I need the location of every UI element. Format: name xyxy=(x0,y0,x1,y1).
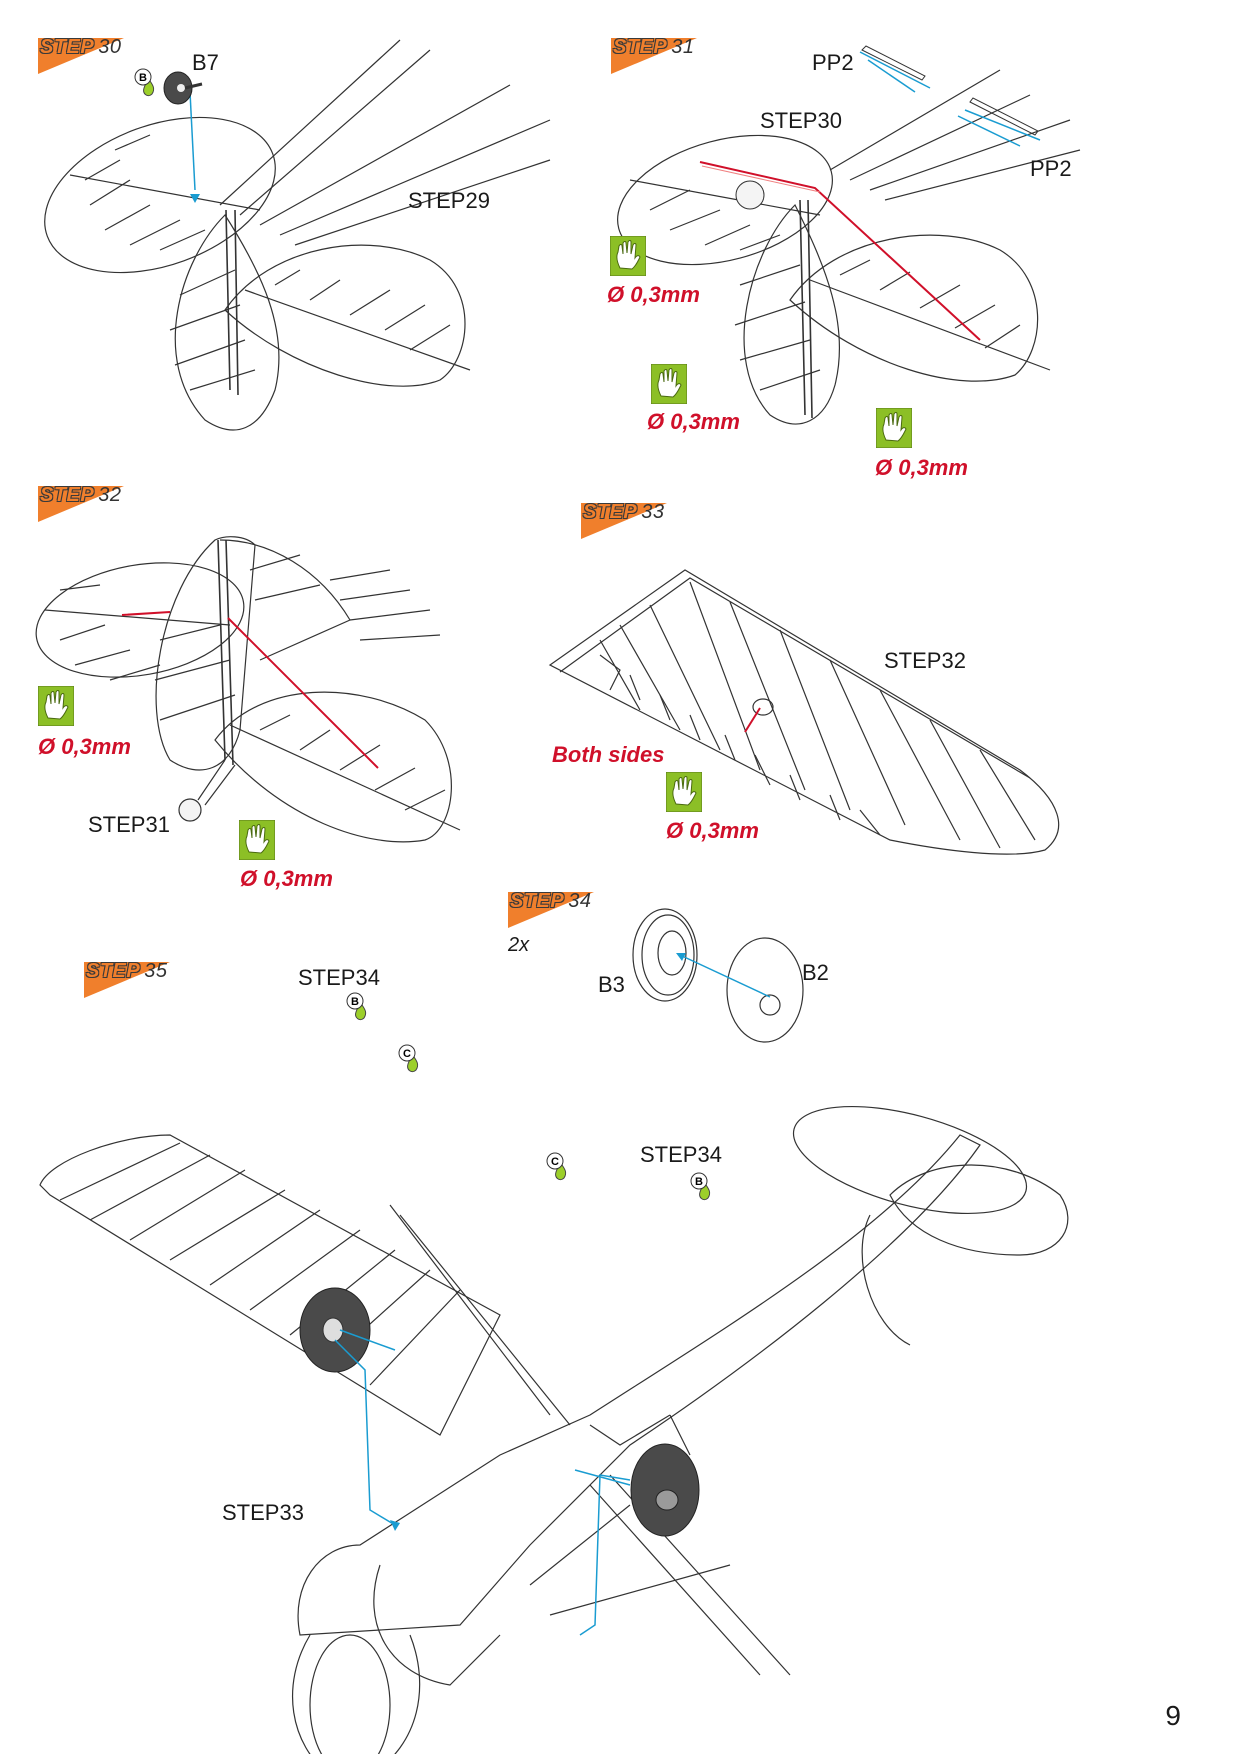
step-33-illustration xyxy=(548,569,1060,855)
glue-drop-icon: B xyxy=(690,1172,711,1201)
step-30-illustration xyxy=(44,39,551,431)
hand-icon xyxy=(239,820,275,860)
page-number: 9 xyxy=(1165,1700,1181,1731)
step-flag-icon xyxy=(611,38,697,74)
step-31-pp-top-label: PP2 xyxy=(812,50,854,75)
step-34-qty: 2x xyxy=(508,934,530,956)
step-30-ref-label: STEP29 xyxy=(408,188,490,213)
step-30-title: STEP xyxy=(40,36,95,58)
step-35-glue-c2-code: C xyxy=(551,1156,559,1168)
hand-icon xyxy=(666,772,702,812)
step-33-note: Both sides xyxy=(552,742,665,767)
step-32-illustration xyxy=(35,536,461,843)
step-33-title: STEP xyxy=(583,501,638,523)
step-35-glue-b1-code: B xyxy=(351,996,359,1008)
step-33-number: 33 xyxy=(641,501,665,523)
glue-drop-icon: C xyxy=(546,1152,567,1181)
step-flag-icon xyxy=(38,486,124,522)
step-flag-icon xyxy=(508,892,594,928)
step-35-right-wheel-ref: STEP34 xyxy=(640,1142,722,1167)
step-30-part-label: B7 xyxy=(192,50,219,75)
step-31-wire-2-label: Ø 0,3mm xyxy=(647,409,740,434)
hand-icon xyxy=(610,236,646,276)
step-35-title: STEP xyxy=(86,960,141,982)
step-34-part-a-label: B3 xyxy=(598,972,625,997)
glue-drop-icon: C xyxy=(398,1044,419,1073)
step-35-left-wheel-ref: STEP34 xyxy=(298,965,380,990)
step-flag-icon xyxy=(581,503,667,539)
step-34-title: STEP xyxy=(510,890,565,912)
step-31-number: 31 xyxy=(671,36,695,58)
step-35-number: 35 xyxy=(144,960,168,982)
step-33-ref-label: STEP32 xyxy=(884,648,966,673)
step-flag-icon xyxy=(38,38,124,74)
step-31-wire-1-label: Ø 0,3mm xyxy=(607,282,700,307)
step-31-wire-3-label: Ø 0,3mm xyxy=(875,455,968,480)
step-34-number: 34 xyxy=(568,890,592,912)
step-31-pp-right-label: PP2 xyxy=(1030,156,1072,181)
step-32-wire-1-label: Ø 0,3mm xyxy=(38,734,131,759)
step-31-title: STEP xyxy=(613,36,668,58)
step-flag-icon xyxy=(84,962,170,998)
step-34-part-b-label: B2 xyxy=(802,960,829,985)
step-30-number: 30 xyxy=(98,36,122,58)
step-32-title: STEP xyxy=(40,484,95,506)
step-31-ref-label: STEP30 xyxy=(760,108,842,133)
hand-icon xyxy=(876,408,912,448)
step-30-glue-code: B xyxy=(139,72,147,84)
step-34-illustration xyxy=(632,908,804,1043)
hand-icon xyxy=(38,686,74,726)
step-35-fuselage-ref: STEP33 xyxy=(222,1500,304,1525)
glue-drop-icon: B xyxy=(346,992,367,1021)
step-35-glue-c1-code: C xyxy=(403,1048,411,1060)
step-33-wire-label: Ø 0,3mm xyxy=(666,818,759,843)
step-32-wire-2-label: Ø 0,3mm xyxy=(240,866,333,891)
step-32-number: 32 xyxy=(98,484,122,506)
step-32-ref-label: STEP31 xyxy=(88,812,170,837)
step-35-glue-b2-code: B xyxy=(695,1176,703,1188)
step-31-illustration xyxy=(617,45,1081,425)
step-35-illustration xyxy=(39,1105,1069,1754)
glue-drop-icon: B xyxy=(134,68,155,97)
hand-icon xyxy=(651,364,687,404)
